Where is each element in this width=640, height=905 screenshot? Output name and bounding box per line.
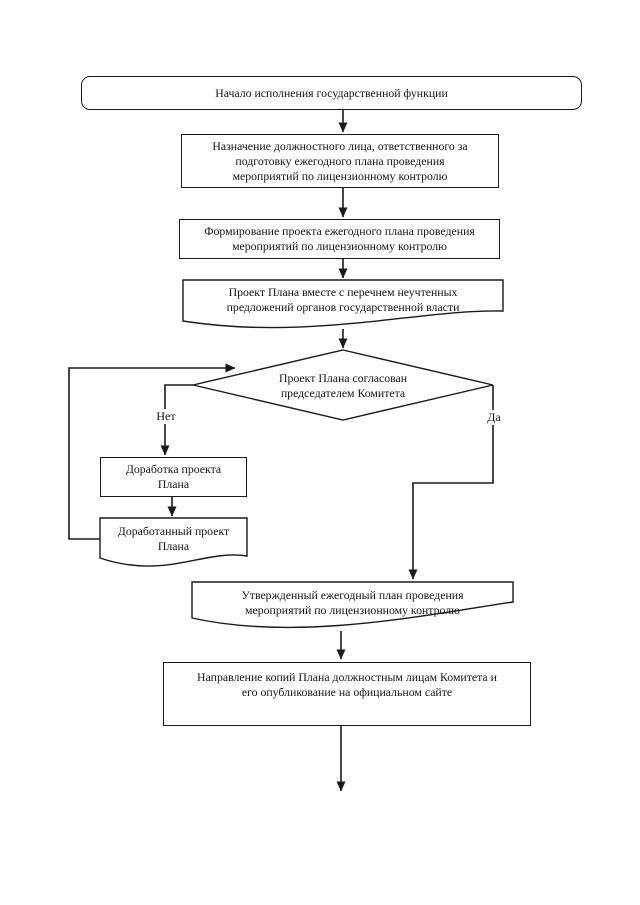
- arrow-decision-no-branch: [160, 384, 193, 456]
- node-revised-draft-document: Доработанный проект Плана: [117, 524, 230, 553]
- node-revise-draft: Доработка проекта Плана: [100, 457, 247, 497]
- node-draft-plan-document: Проект Плана вместе с перечнем неучтенны…: [226, 285, 460, 314]
- node-start: Начало исполнения государственной функци…: [81, 76, 582, 110]
- node-assign-official: Назначение должностного лица, ответствен…: [181, 134, 499, 188]
- approved-plan-document-shape: [191, 581, 514, 629]
- node-form-draft-plan: Формирование проекта ежегодного плана пр…: [179, 219, 500, 259]
- arrow-feedback-loop: [68, 363, 236, 540]
- edge-label-no: Нет: [150, 409, 182, 424]
- revised-draft-document-shape: [99, 517, 248, 567]
- node-approved-plan-document: Утвержденный ежегодный план проведения м…: [241, 588, 464, 617]
- decision-diamond-shape: [192, 349, 494, 421]
- node-decision-plan-approved: Проект Плана согласован председателем Ко…: [278, 371, 408, 400]
- draft-plan-document-shape: [182, 279, 504, 329]
- node-distribute-copies: Направление копий Плана должностным лица…: [163, 662, 531, 726]
- edge-label-yes: Да: [479, 410, 509, 425]
- arrow-decision-yes-branch: [408, 385, 494, 580]
